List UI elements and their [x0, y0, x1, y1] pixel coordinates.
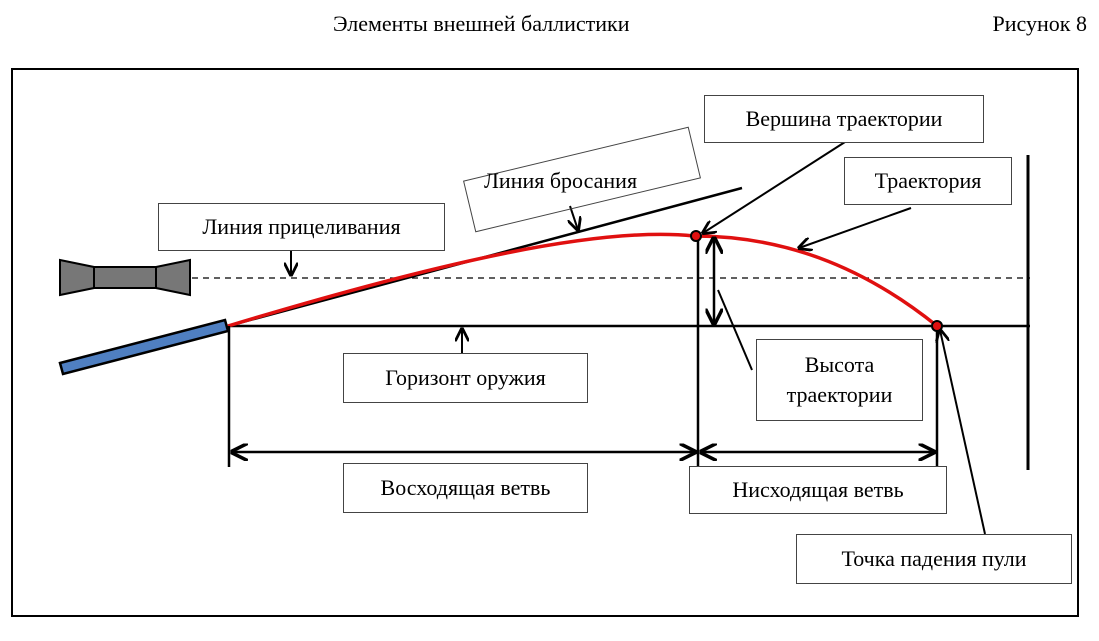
apex-point	[690, 230, 702, 242]
height-pointer	[717, 289, 753, 371]
aiming-line-label: Линия прицеливания	[158, 203, 445, 251]
trajectory-height-label: Высота траектории	[756, 339, 923, 421]
trajectory-pointer	[799, 207, 912, 248]
scope-icon	[59, 258, 191, 297]
diagram-frame	[11, 68, 1079, 617]
ascending-branch-label: Восходящая ветвь	[343, 463, 588, 513]
impact-point-marker	[931, 320, 943, 332]
throwing-line-pointer	[570, 205, 578, 230]
impact-pointer	[940, 330, 986, 535]
figure-label: Рисунок 8	[992, 11, 1087, 36]
throwing-line-label: Линия бросания	[484, 168, 638, 193]
trajectory-label: Траектория	[844, 157, 1012, 205]
impact-point-label: Точка падения пули	[796, 534, 1072, 584]
trajectory-curve	[227, 232, 939, 328]
descending-branch-label: Нисходящая ветвь	[689, 466, 947, 514]
diagram-title: Элементы внешней баллистики	[333, 11, 630, 36]
barrel-icon	[58, 318, 230, 376]
apex-pointer	[703, 141, 846, 233]
trajectory-apex-label: Вершина траектории	[704, 95, 984, 143]
weapon-horizon-label: Горизонт оружия	[343, 353, 588, 403]
